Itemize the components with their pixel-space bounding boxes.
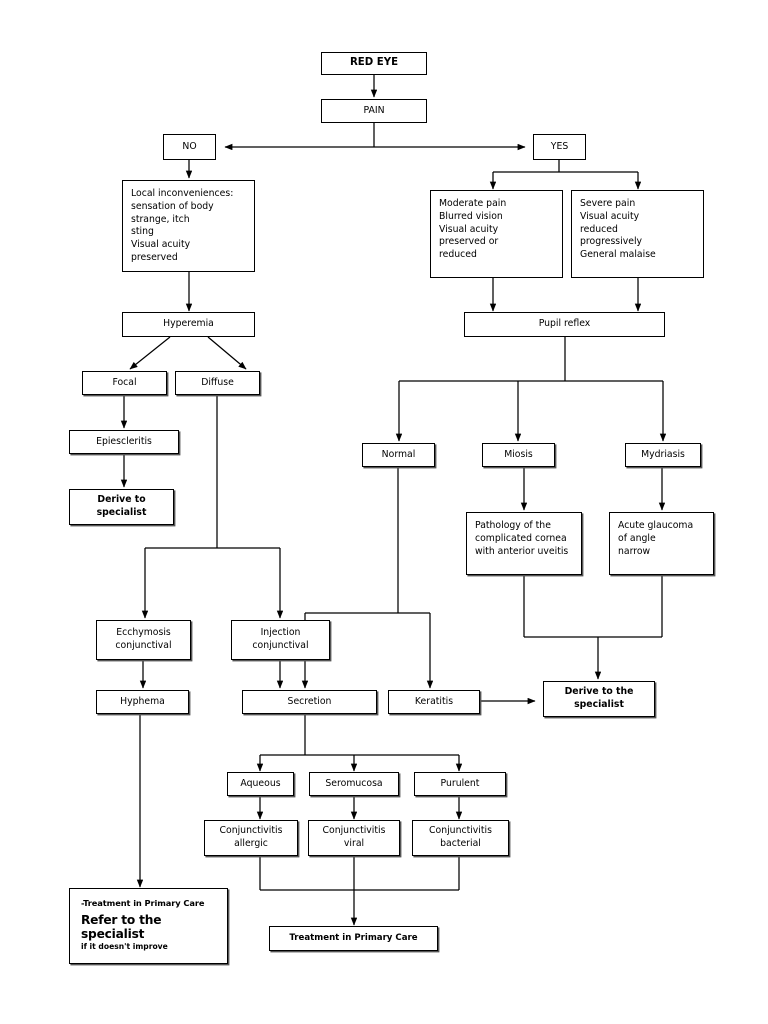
node-no[interactable]: NO [163, 134, 216, 160]
node-diffuse[interactable]: Diffuse [175, 371, 260, 395]
node-injection-conjunctival[interactable]: Injection conjunctival [231, 620, 330, 660]
node-miosis[interactable]: Miosis [482, 443, 555, 467]
node-focal[interactable]: Focal [82, 371, 167, 395]
node-keratitis[interactable]: Keratitis [388, 690, 480, 714]
node-hyphema[interactable]: Hyphema [96, 690, 189, 714]
node-local-inconveniences[interactable]: Local inconveniences: sensation of body … [122, 180, 255, 272]
node-normal[interactable]: Normal [362, 443, 435, 467]
node-derive-to-the-specialist[interactable]: Derive to the specialist [543, 681, 655, 717]
node-severe-pain[interactable]: Severe pain Visual acuity reduced progre… [571, 190, 704, 278]
node-hyperemia[interactable]: Hyperemia [122, 312, 255, 337]
node-mydriasis[interactable]: Mydriasis [625, 443, 701, 467]
node-conjunctivitis-viral[interactable]: Conjunctivitis viral [308, 820, 400, 856]
refer-specialist-line: Refer to the specialist [81, 913, 162, 941]
refer-primary-care-line: -Treatment in Primary Care [81, 898, 205, 908]
node-derive-to-specialist[interactable]: Derive to specialist [69, 489, 174, 525]
node-refer-to-specialist[interactable]: -Treatment in Primary Care Refer to the … [69, 888, 228, 964]
node-purulent[interactable]: Purulent [414, 772, 506, 796]
node-treatment-in-primary-care[interactable]: Treatment in Primary Care [269, 926, 438, 951]
node-ecchymosis-conjunctival[interactable]: Ecchymosis conjunctival [96, 620, 191, 660]
node-pathology-cornea[interactable]: Pathology of the complicated cornea with… [466, 512, 582, 575]
refer-condition-line: if it doesn't improve [81, 942, 168, 951]
node-red-eye[interactable]: RED EYE [321, 52, 427, 75]
node-acute-glaucoma[interactable]: Acute glaucoma of angle narrow [609, 512, 714, 575]
node-pupil-reflex[interactable]: Pupil reflex [464, 312, 665, 337]
node-aqueous[interactable]: Aqueous [227, 772, 294, 796]
node-conjunctivitis-bacterial[interactable]: Conjunctivitis bacterial [412, 820, 509, 856]
node-secretion[interactable]: Secretion [242, 690, 377, 714]
node-pain[interactable]: PAIN [321, 99, 427, 123]
node-epiescleritis[interactable]: Epiescleritis [69, 430, 179, 454]
node-moderate-pain[interactable]: Moderate pain Blurred vision Visual acui… [430, 190, 563, 278]
node-conjunctivitis-allergic[interactable]: Conjunctivitis allergic [204, 820, 298, 856]
node-seromucosa[interactable]: Seromucosa [309, 772, 399, 796]
node-yes[interactable]: YES [533, 134, 586, 160]
